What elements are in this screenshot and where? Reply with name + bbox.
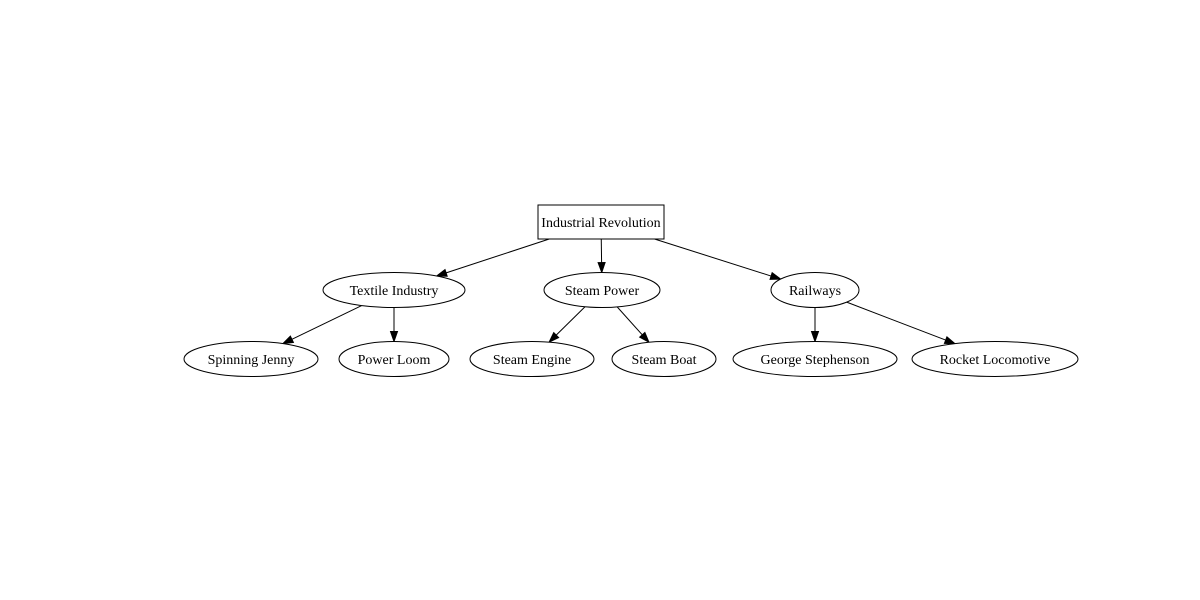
ellipse-shape (732, 341, 898, 377)
node-label: Power Loom (358, 353, 431, 368)
node-label: Railways (789, 284, 841, 299)
edges-layer (281, 238, 957, 345)
node-label: George Stephenson (761, 353, 870, 368)
node-steam-power: Steam Power (543, 272, 661, 308)
edge-line (445, 238, 550, 274)
edge-industrial-revolution-to-railways (654, 238, 783, 280)
edge-textile-industry-to-power-loom (389, 307, 399, 344)
edge-line (654, 238, 772, 277)
node-label: Textile Industry (350, 284, 439, 299)
edge-steam-power-to-steam-engine (547, 306, 586, 344)
arrowhead-icon (943, 335, 957, 345)
node-steam-boat: Steam Boat (611, 341, 717, 377)
node-textile-industry: Textile Industry (322, 272, 466, 308)
arrowhead-icon (389, 331, 399, 344)
edge-industrial-revolution-to-steam-power (597, 238, 606, 275)
edge-textile-industry-to-spinning-jenny (281, 305, 362, 345)
ellipse-shape (183, 341, 319, 377)
ellipse-shape (770, 272, 860, 308)
node-label: Steam Power (565, 284, 640, 299)
node-spinning-jenny: Spinning Jenny (183, 341, 319, 377)
edge-industrial-revolution-to-textile-industry (435, 238, 550, 277)
ellipse-shape (338, 341, 450, 377)
arrowhead-icon (435, 268, 448, 277)
ellipse-shape (322, 272, 466, 308)
node-railways: Railways (770, 272, 860, 308)
edge-line (846, 301, 946, 341)
node-label: Steam Boat (632, 353, 697, 368)
edge-line (291, 305, 362, 340)
rect-shape (537, 204, 665, 240)
node-label: Industrial Revolution (541, 216, 660, 231)
edge-line (616, 306, 643, 336)
node-rocket-locomotive: Rocket Locomotive (911, 341, 1079, 377)
edge-steam-power-to-steam-boat (616, 306, 650, 344)
edge-railways-to-george-stephenson (810, 307, 820, 344)
arrowhead-icon (597, 261, 606, 275)
node-label: Steam Engine (493, 353, 571, 368)
ellipse-shape (469, 341, 595, 377)
edge-line (555, 306, 586, 336)
arrowhead-icon (547, 331, 560, 344)
node-steam-engine: Steam Engine (469, 341, 595, 377)
node-label: Spinning Jenny (208, 353, 295, 368)
arrowhead-icon (769, 271, 783, 280)
ellipse-shape (543, 272, 661, 308)
node-label: Rocket Locomotive (940, 353, 1051, 368)
node-george-stephenson: George Stephenson (732, 341, 898, 377)
ellipse-shape (911, 341, 1079, 377)
edge-railways-to-rocket-locomotive (846, 301, 957, 345)
node-industrial-revolution: Industrial Revolution (537, 204, 665, 240)
arrowhead-icon (638, 331, 650, 344)
node-power-loom: Power Loom (338, 341, 450, 377)
arrowhead-icon (810, 331, 820, 344)
arrowhead-icon (281, 335, 295, 345)
ellipse-shape (611, 341, 717, 377)
